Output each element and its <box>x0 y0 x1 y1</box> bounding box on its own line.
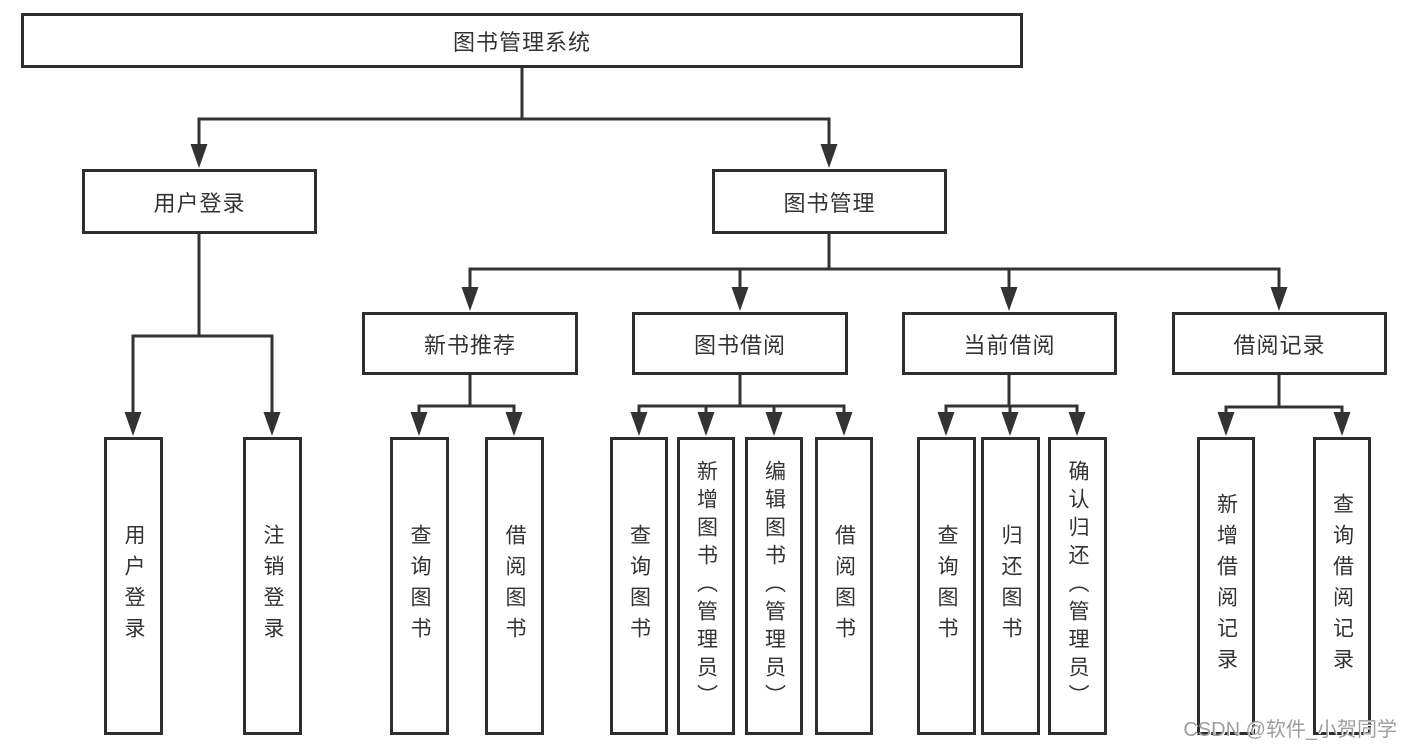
leaf-query-books-current-label: 查询图书 <box>935 524 958 648</box>
leaf-query-borrow-record: 查询借阅记录 <box>1313 437 1371 735</box>
leaf-borrow-books: 借阅图书 <box>815 437 873 735</box>
node-user-login: 用户登录 <box>82 169 317 234</box>
arrowheads <box>124 144 1351 436</box>
node-root-label: 图书管理系统 <box>452 29 591 55</box>
node-borrow-records-label: 借阅记录 <box>1233 332 1326 358</box>
csdn-watermark: CSDN @软件_小贺同学 <box>1183 719 1397 741</box>
node-book-borrow-label: 图书借阅 <box>693 332 786 358</box>
node-new-book-recommend: 新书推荐 <box>362 312 578 375</box>
leaf-return-books: 归还图书 <box>981 437 1040 735</box>
leaf-logout-label: 注销登录 <box>261 524 284 648</box>
leaf-user-login-label: 用户登录 <box>122 524 145 648</box>
leaf-query-books-recommend: 查询图书 <box>390 437 449 735</box>
node-current-borrow-label: 当前借阅 <box>963 332 1056 358</box>
leaf-confirm-return-admin-label: 确认归还（管理员） <box>1066 460 1089 712</box>
node-book-management: 图书管理 <box>712 169 947 234</box>
leaf-return-books-label: 归还图书 <box>999 524 1022 648</box>
leaf-logout: 注销登录 <box>243 437 302 735</box>
leaf-edit-books-admin-label: 编辑图书（管理员） <box>762 460 786 712</box>
node-root: 图书管理系统 <box>21 13 1023 68</box>
leaf-borrow-books-recommend-label: 借阅图书 <box>503 524 526 648</box>
leaf-add-books-admin-label: 新增图书（管理员） <box>694 460 718 712</box>
node-current-borrow: 当前借阅 <box>902 312 1117 375</box>
leaf-query-books-borrow-label: 查询图书 <box>627 524 651 648</box>
leaf-user-login: 用户登录 <box>104 437 163 735</box>
node-book-management-label: 图书管理 <box>783 190 876 216</box>
node-user-login-label: 用户登录 <box>153 190 246 216</box>
leaf-confirm-return-admin: 确认归还（管理员） <box>1048 437 1107 735</box>
leaf-add-borrow-record-label: 新增借阅记录 <box>1214 493 1238 679</box>
leaf-add-books-admin: 新增图书（管理员） <box>677 437 735 735</box>
leaf-edit-books-admin: 编辑图书（管理员） <box>745 437 803 735</box>
leaf-add-borrow-record: 新增借阅记录 <box>1197 437 1255 735</box>
leaf-query-books-current: 查询图书 <box>917 437 976 735</box>
node-new-book-recommend-label: 新书推荐 <box>423 332 516 358</box>
leaf-query-books-borrow: 查询图书 <box>610 437 668 735</box>
leaf-query-books-recommend-label: 查询图书 <box>408 524 431 648</box>
node-borrow-records: 借阅记录 <box>1172 312 1387 375</box>
leaf-query-borrow-record-label: 查询借阅记录 <box>1330 493 1354 679</box>
leaf-borrow-books-recommend: 借阅图书 <box>485 437 544 735</box>
node-book-borrow: 图书借阅 <box>632 312 848 375</box>
leaf-borrow-books-label: 借阅图书 <box>832 524 856 648</box>
